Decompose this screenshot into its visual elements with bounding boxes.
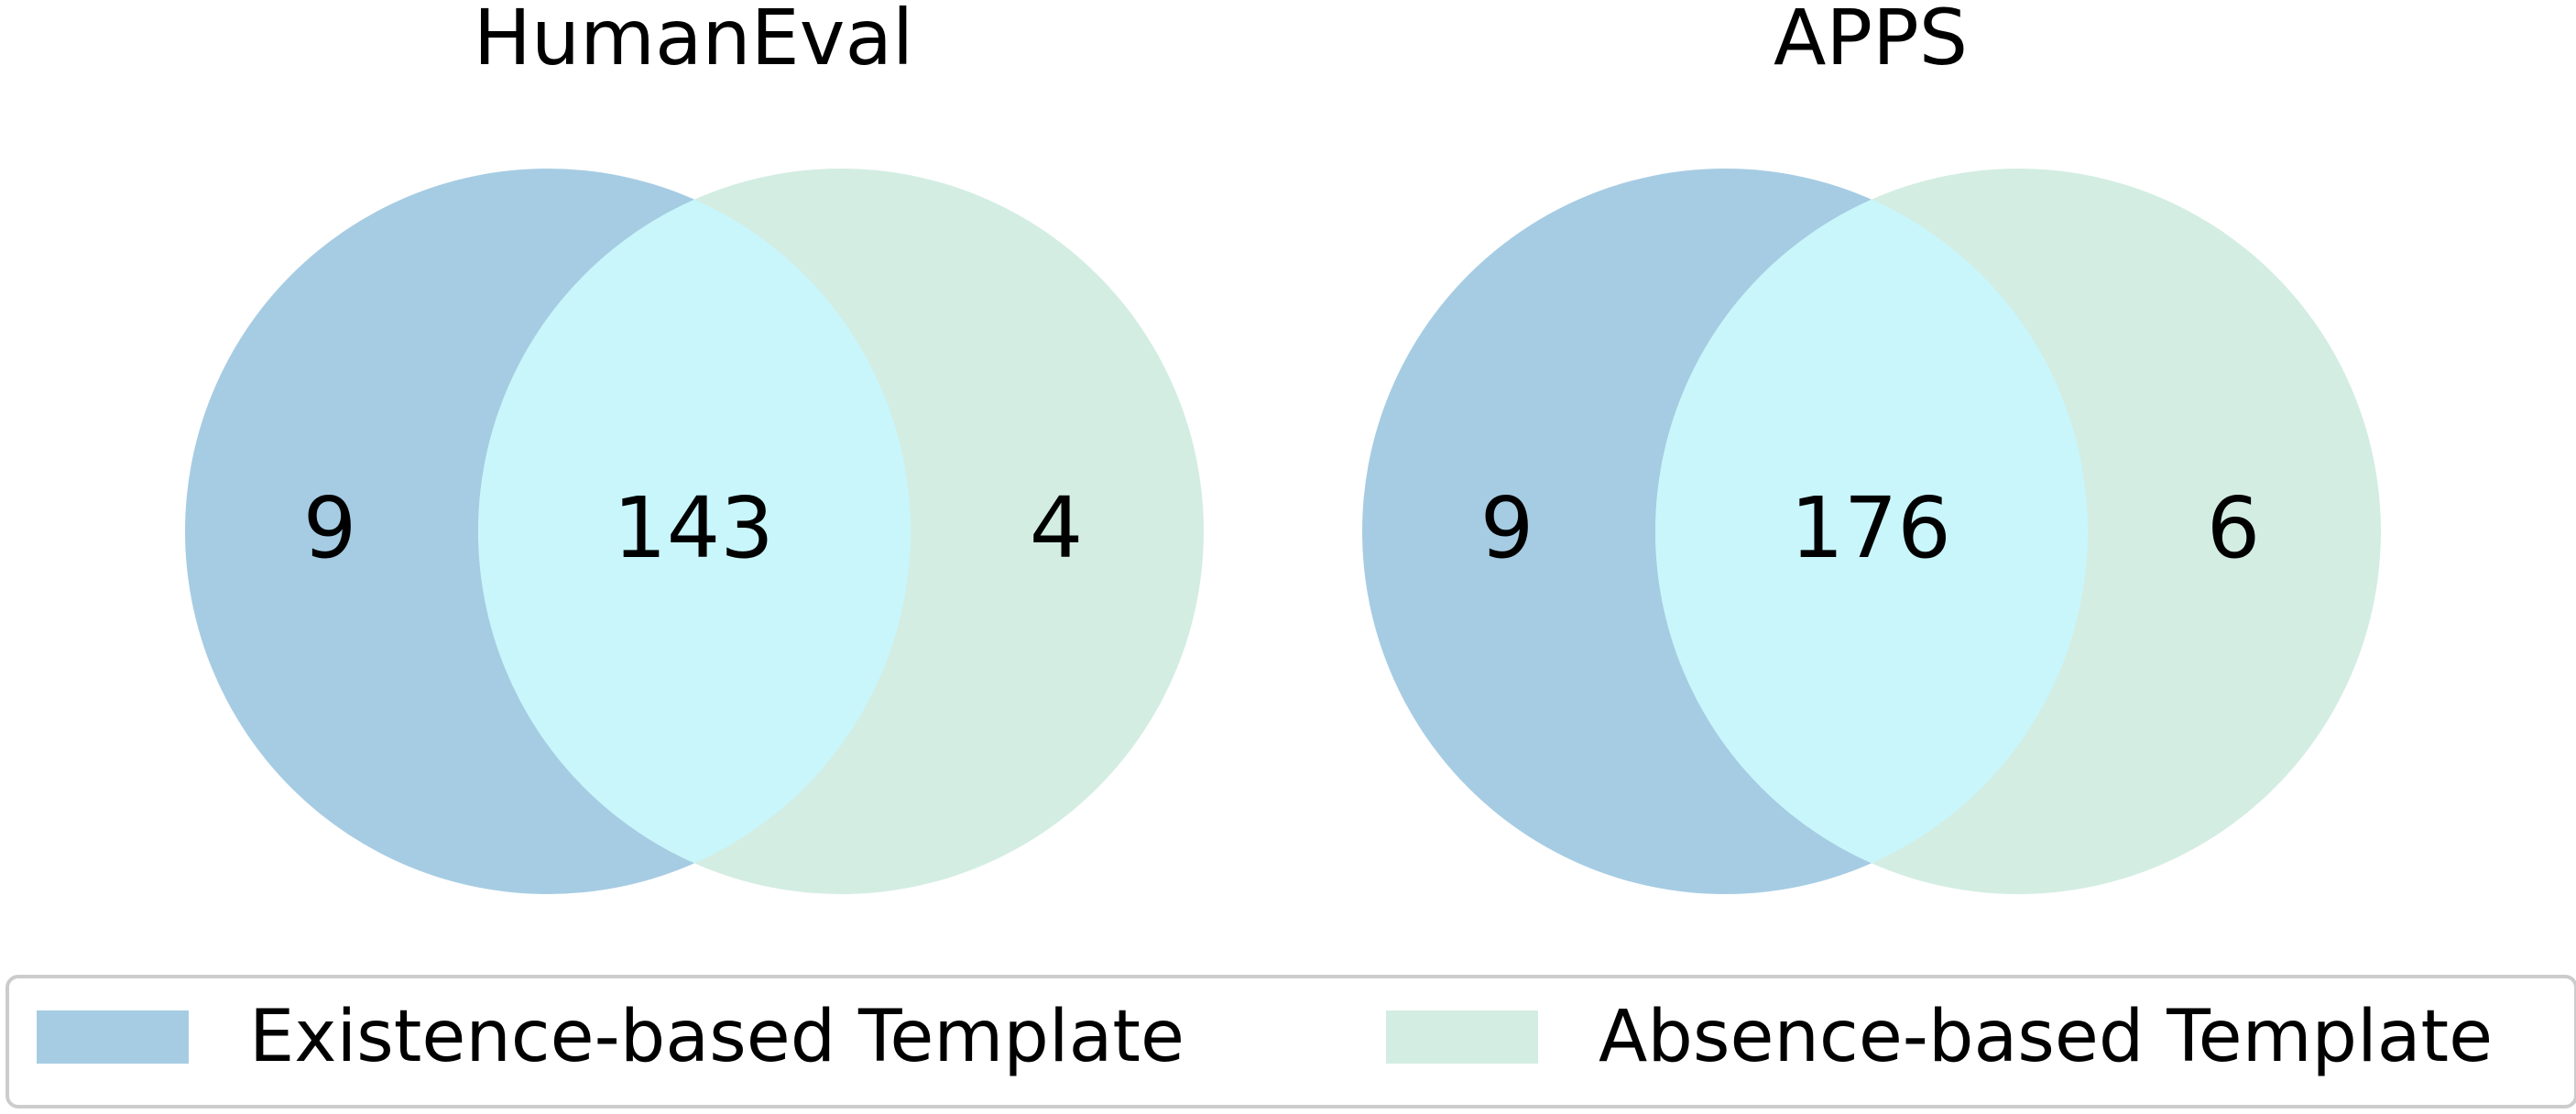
legend-frame <box>5 975 2576 1109</box>
legend: Existence-based Template Absence-based T… <box>5 975 2576 1109</box>
venn-title-apps: APPS <box>1774 0 1968 82</box>
overlap-region-humaneval <box>478 169 911 894</box>
venn-humaneval: HumanEval 9 143 4 <box>185 0 1204 894</box>
intersection-count-humaneval: 143 <box>613 479 774 577</box>
legend-label-absence: Absence-based Template <box>1599 996 2493 1078</box>
venn-title-humaneval: HumanEval <box>474 0 914 82</box>
absence-only-count-humaneval: 4 <box>1030 479 1084 577</box>
legend-label-existence: Existence-based Template <box>249 996 1184 1078</box>
overlap-region-apps <box>1655 169 2088 894</box>
absence-only-count-apps: 6 <box>2207 479 2261 577</box>
existence-only-count-apps: 9 <box>1480 479 1534 577</box>
intersection-count-apps: 176 <box>1790 479 1951 577</box>
legend-swatch-absence <box>1386 1010 1538 1064</box>
venn-apps: APPS 9 176 6 <box>1362 0 2381 894</box>
legend-swatch-existence <box>37 1010 189 1064</box>
existence-only-count-humaneval: 9 <box>303 479 357 577</box>
